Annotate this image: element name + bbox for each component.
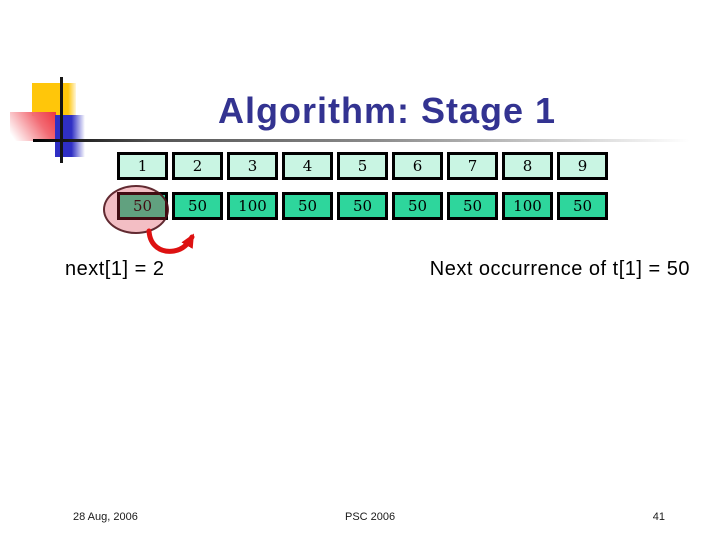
title-underline-rule [33, 139, 710, 142]
caption-next-value: next[1] = 2 [65, 258, 165, 280]
table-index-row: 1 2 3 4 5 6 7 8 9 [117, 152, 608, 180]
caption-next-occurrence: Next occurrence of t[1] = 50 [429, 258, 690, 280]
index-cell: 4 [282, 152, 333, 180]
table-value-row: 50 50 100 50 50 50 50 100 50 [117, 192, 608, 220]
algorithm-table: 1 2 3 4 5 6 7 8 9 50 50 100 50 50 50 50 … [117, 152, 608, 220]
value-cell: 50 [392, 192, 443, 220]
index-cell: 7 [447, 152, 498, 180]
footer-event: PSC 2006 [345, 511, 396, 523]
highlight-ellipse [103, 185, 169, 234]
value-cell: 50 [337, 192, 388, 220]
footer-slide-number: 41 [652, 511, 665, 523]
footer-date: 28 Aug, 2006 [73, 511, 138, 523]
curved-arrow-icon [146, 228, 195, 254]
value-cell: 50 [172, 192, 223, 220]
index-cell: 2 [172, 152, 223, 180]
value-cell: 50 [447, 192, 498, 220]
decor-yellow-square [32, 83, 76, 116]
value-cell: 50 [282, 192, 333, 220]
index-cell: 5 [337, 152, 388, 180]
index-cell: 3 [227, 152, 278, 180]
decor-vertical-line [60, 77, 63, 163]
value-cell: 100 [227, 192, 278, 220]
value-cell: 50 [557, 192, 608, 220]
slide-title: Algorithm: Stage 1 [217, 90, 557, 131]
index-cell: 1 [117, 152, 168, 180]
value-cell: 100 [502, 192, 553, 220]
index-cell: 9 [557, 152, 608, 180]
decor-red-square [10, 112, 56, 141]
index-cell: 6 [392, 152, 443, 180]
index-cell: 8 [502, 152, 553, 180]
